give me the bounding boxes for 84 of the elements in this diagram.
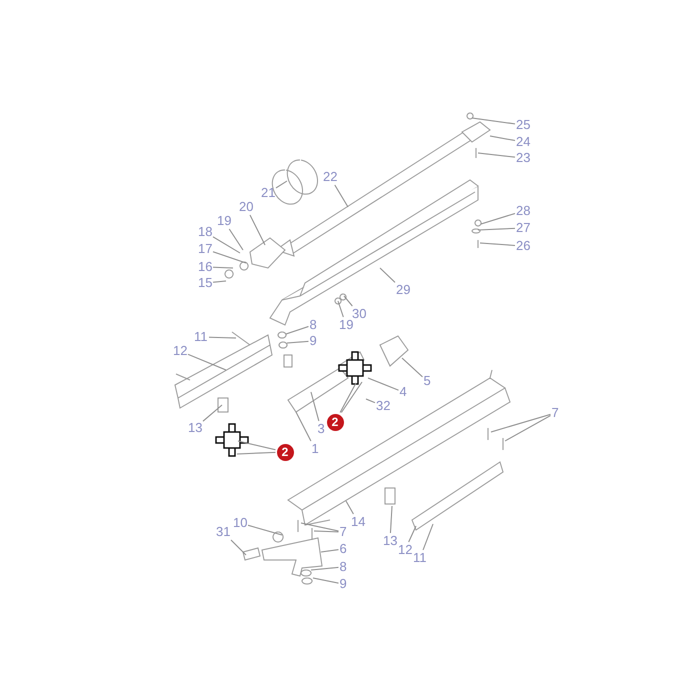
callout-number: 30 xyxy=(352,307,366,321)
callout-number: 19 xyxy=(217,214,232,228)
leader-line xyxy=(202,404,222,422)
leader-line xyxy=(478,228,516,230)
callout-number: 13 xyxy=(383,534,398,548)
leader-line xyxy=(208,336,236,338)
callout-number: 17 xyxy=(198,242,212,256)
leader-line xyxy=(230,540,246,556)
leader-line xyxy=(504,415,551,442)
callout-number: 29 xyxy=(396,283,410,297)
callout-number: 24 xyxy=(516,135,530,149)
leader-line xyxy=(340,382,362,413)
callout-number: 31 xyxy=(216,525,230,539)
leader-line xyxy=(368,378,399,391)
callout-number: 4 xyxy=(400,385,407,399)
callout-number: 9 xyxy=(340,577,347,591)
callout-number: 12 xyxy=(398,543,412,557)
leader-line xyxy=(320,549,339,552)
leader-line xyxy=(390,506,392,534)
callout-number: 19 xyxy=(339,318,354,332)
callout-number: 26 xyxy=(516,239,530,253)
callout-number: 32 xyxy=(376,399,390,413)
callout-number: 16 xyxy=(198,260,212,274)
callout-number: 8 xyxy=(310,318,317,332)
leader-line xyxy=(286,340,309,344)
leader-line xyxy=(296,412,312,442)
leader-line xyxy=(188,354,226,370)
callout-number: 12 xyxy=(173,344,188,358)
callout-number: 18 xyxy=(198,225,212,239)
leader-line xyxy=(408,526,416,542)
leader-line xyxy=(346,500,354,514)
leader-line xyxy=(366,398,376,404)
leader-line xyxy=(250,214,266,246)
callout-number: 13 xyxy=(188,421,202,435)
callout-number: 28 xyxy=(516,204,530,218)
leader-line xyxy=(480,242,516,246)
leader-line xyxy=(312,578,339,584)
callout-number: 25 xyxy=(516,118,530,132)
callout-number: 5 xyxy=(424,374,431,388)
callout-number: 6 xyxy=(340,542,347,556)
leader-line xyxy=(310,566,339,570)
leader-line xyxy=(212,280,226,283)
leader-line xyxy=(334,184,348,208)
leader-line xyxy=(472,118,516,124)
leader-line xyxy=(276,180,288,188)
leader-line xyxy=(236,452,276,454)
leader-line xyxy=(212,236,240,254)
leader-line xyxy=(248,524,282,536)
leader-line xyxy=(314,530,339,532)
leader-line xyxy=(490,136,516,142)
callout-number: 21 xyxy=(261,186,276,200)
leader-line xyxy=(402,358,423,378)
callout-number: 11 xyxy=(194,330,208,344)
leader-line xyxy=(344,296,353,306)
leader-line xyxy=(340,382,356,413)
leader-line xyxy=(286,326,309,334)
callout-number: 27 xyxy=(516,221,530,235)
callout-number: 20 xyxy=(239,200,254,214)
highlighted-callout-number: 2 xyxy=(326,414,344,430)
leader-line xyxy=(480,212,516,224)
leader-line xyxy=(310,392,320,422)
leader-line xyxy=(238,440,276,450)
leader-line xyxy=(338,300,344,318)
leader-line xyxy=(478,152,516,158)
callout-number: 14 xyxy=(351,515,366,529)
callout-number: 9 xyxy=(310,334,317,348)
leader-line xyxy=(490,414,551,432)
leader-line xyxy=(228,228,244,250)
callout-number: 15 xyxy=(198,276,212,290)
leader-line xyxy=(422,524,434,550)
callout-number: 22 xyxy=(323,170,338,184)
callout-number: 11 xyxy=(413,551,426,565)
callout-number: 7 xyxy=(340,525,347,539)
callout-number: 1 xyxy=(312,442,319,456)
highlighted-callout-number: 2 xyxy=(276,444,294,460)
callout-number: 3 xyxy=(318,422,325,436)
callout-number: 7 xyxy=(552,406,559,420)
callout-number: 8 xyxy=(340,560,347,574)
leader-line xyxy=(212,266,234,268)
leader-line xyxy=(300,522,339,532)
callout-number: 23 xyxy=(516,151,530,165)
leader-line xyxy=(380,268,396,283)
leader-line xyxy=(212,251,246,264)
callout-number: 10 xyxy=(233,516,248,530)
